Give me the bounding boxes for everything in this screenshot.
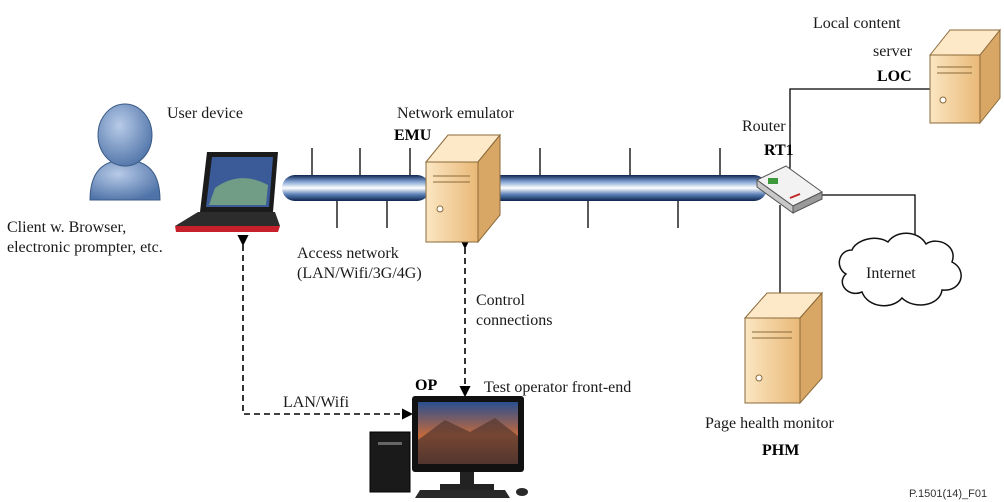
control-connections-label-line2: connections [476, 312, 552, 329]
rt1-label: RT1 [764, 142, 794, 159]
loc-server-icon [928, 28, 1002, 125]
router-icon [756, 165, 823, 214]
emu-server-icon [424, 133, 502, 244]
laptop-icon [175, 152, 280, 232]
phm-server-icon [743, 291, 824, 405]
router-to-loc-link [789, 88, 930, 172]
access-types-label: (LAN/Wifi/3G/4G) [297, 265, 422, 282]
laptop-lan-connection [237, 234, 414, 420]
internet-label: Internet [866, 265, 916, 282]
local-content-label-line1: Local content [813, 15, 901, 32]
access-network-ticks [311, 148, 721, 228]
client-label-line2: electronic prompter, etc. [7, 239, 163, 256]
access-network-pipe-left [282, 175, 430, 201]
network-emulator-label: Network emulator [397, 105, 515, 122]
test-operator-label: Test operator front-end [484, 379, 631, 396]
user-device-label: User device [167, 105, 243, 122]
loc-label: LOC [877, 68, 912, 85]
access-network-label: Access network [297, 245, 399, 262]
local-content-label-line2: server [873, 43, 913, 60]
op-label: OP [415, 377, 437, 394]
client-label-line1: Client w. Browser, [7, 219, 126, 236]
router-label: Router [742, 118, 786, 135]
internet-cloud-icon [838, 232, 962, 307]
figure-id-label: P.1501(14)_F01 [909, 488, 987, 500]
access-network-pipe-right [482, 175, 767, 201]
router-to-internet-link [815, 194, 916, 240]
dashed-links [237, 234, 471, 420]
operator-desktop-icon [369, 396, 528, 498]
control-connections-label-line1: Control [476, 292, 525, 309]
lan-wifi-label: LAN/Wifi [283, 394, 350, 411]
page-health-monitor-label: Page health monitor [705, 415, 835, 432]
emu-label: EMU [394, 127, 432, 144]
phm-label: PHM [762, 442, 799, 459]
user-person-icon [89, 103, 161, 201]
